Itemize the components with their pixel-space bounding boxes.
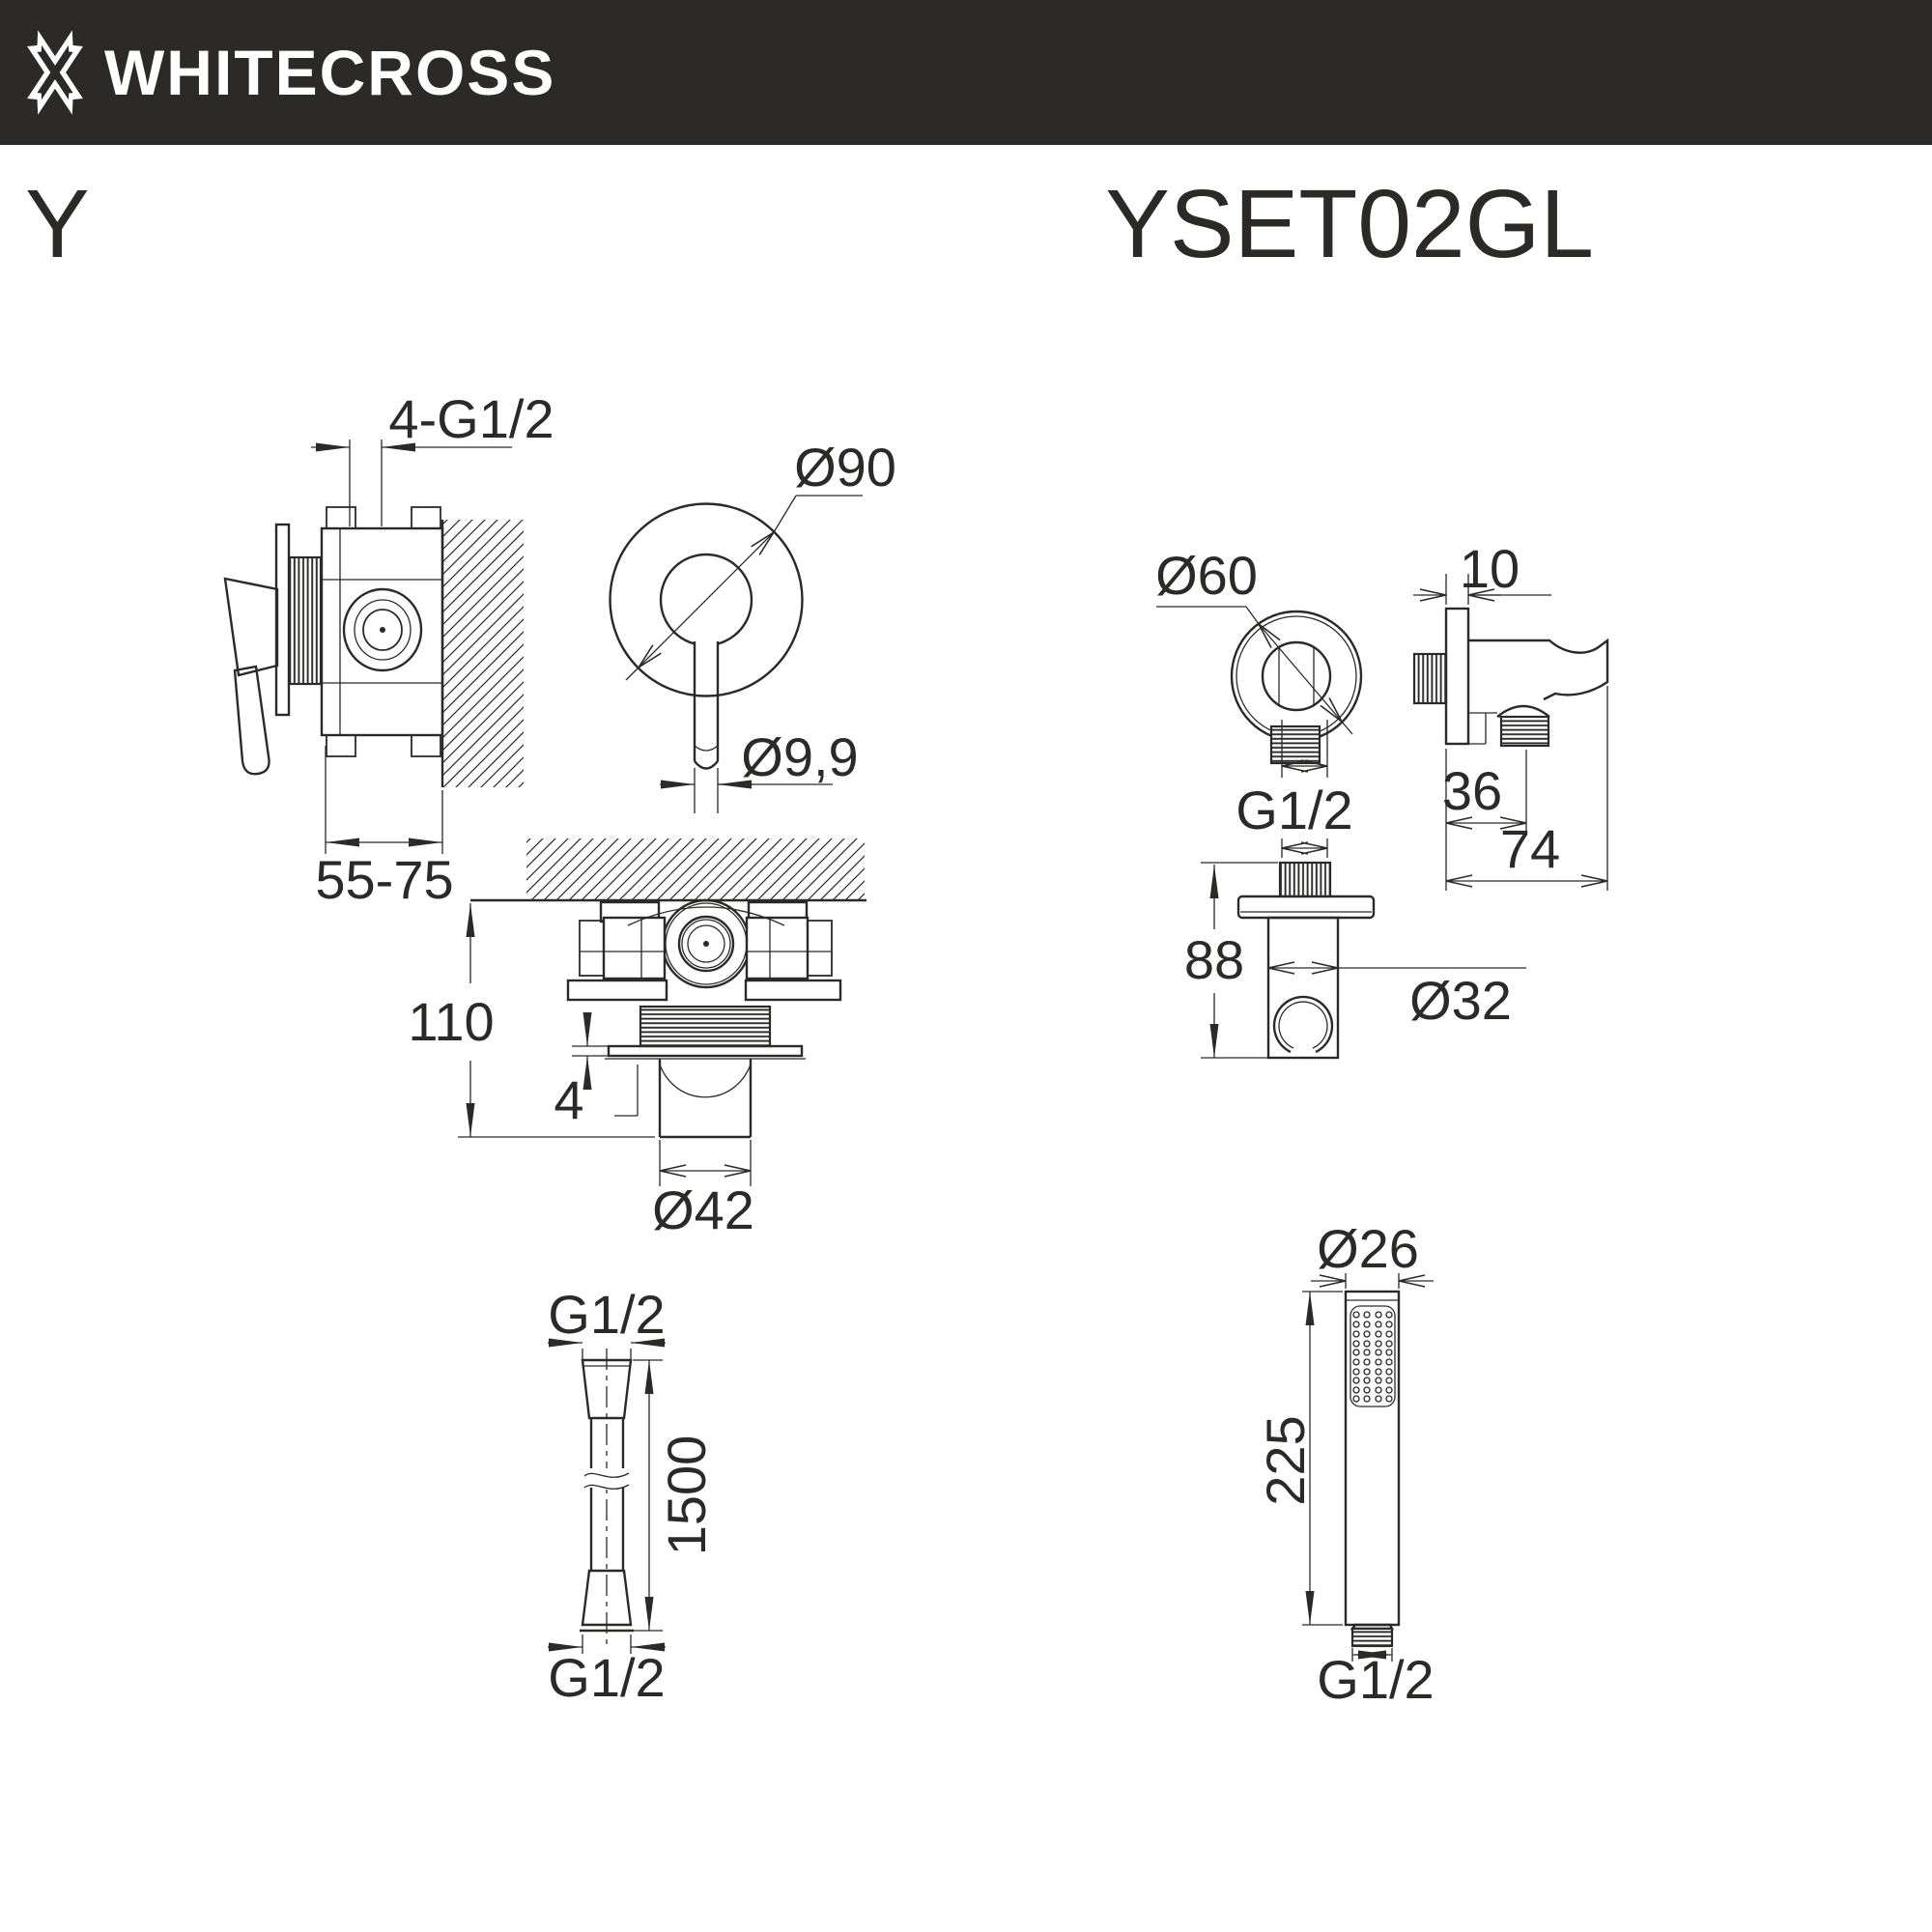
dim-mixer-thread: 4-G1/2 (388, 388, 554, 449)
drawing-outlet-front-view: Ø60 G1/2 (1155, 545, 1363, 858)
dim-hose-top-thread: G1/2 (548, 1284, 665, 1345)
drawing-outlet-bottom-view: 88 Ø32 (1184, 861, 1526, 1060)
dim-outlet-plate-thickness: 10 (1460, 538, 1520, 599)
drawing-mixer-bottom-view: 110 4 Ø42 (408, 838, 867, 1240)
dim-hose-bottom-thread: G1/2 (548, 1647, 665, 1708)
dim-handshower-diameter: Ø26 (1317, 1218, 1419, 1279)
dim-handshower-thread: G1/2 (1317, 1649, 1434, 1710)
drawing-hand-shower: Ø26 225 (1255, 1218, 1435, 1710)
dim-outlet-diameter: Ø60 (1155, 545, 1258, 606)
dim-mixer-plate-thickness: 4 (554, 1069, 583, 1130)
header-bar: WHITECROSS (0, 0, 1932, 145)
dim-mixer-height: 110 (408, 991, 494, 1052)
drawing-outlet-side-view: 10 36 74 (1412, 538, 1609, 891)
drawing-mixer-side-view: 4-G1/2 55-75 (223, 388, 554, 910)
product-series: Y (25, 170, 90, 278)
whitecross-x-icon (27, 30, 83, 115)
dim-mixer-lever-diameter: Ø9,9 (741, 726, 858, 787)
product-model: YSET02GL (1105, 170, 1594, 278)
wall-hatch (442, 520, 524, 787)
dim-mixer-front-diameter: Ø90 (794, 437, 896, 497)
spray-nozzle-grid (1352, 1311, 1393, 1403)
dim-outlet-thread: G1/2 (1236, 780, 1352, 840)
dim-handshower-length: 225 (1255, 1415, 1316, 1505)
dim-mixer-depth: 55-75 (315, 849, 453, 910)
dim-mixer-spout-diameter: Ø42 (652, 1179, 754, 1240)
dim-holder-body-diameter: Ø32 (1409, 970, 1512, 1031)
dim-outlet-depth: 74 (1500, 818, 1560, 879)
drawing-mixer-front-view: Ø90 Ø9,9 (609, 437, 896, 813)
dim-holder-height: 88 (1184, 929, 1244, 990)
drawing-hose: G1/2 1500 G1/ (548, 1284, 717, 1708)
wall-hatch (526, 838, 865, 900)
dim-outlet-axis-offset: 36 (1442, 760, 1502, 821)
brand-name: WHITECROSS (104, 37, 556, 108)
dim-hose-length: 1500 (656, 1435, 717, 1556)
